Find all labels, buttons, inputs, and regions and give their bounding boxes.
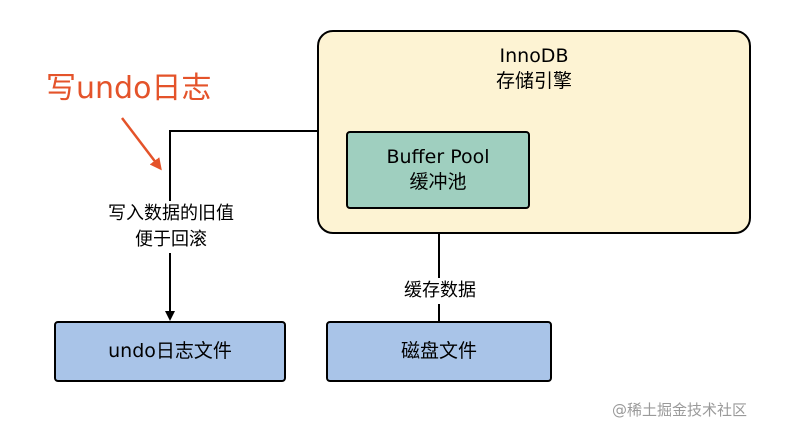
undo-arrow-note: 写入数据的旧值 便于回滚 bbox=[86, 201, 256, 253]
cache-data-label: 缓存数据 bbox=[400, 278, 480, 304]
buffer-pool: Buffer Pool 缓冲池 bbox=[346, 131, 530, 209]
buffer-pool-text: Buffer Pool 缓冲池 bbox=[348, 145, 528, 195]
innodb-to-undo-arrow bbox=[165, 130, 317, 321]
buffer-pool-title: Buffer Pool bbox=[386, 146, 490, 168]
innodb-title-block: InnoDB 存储引擎 bbox=[439, 44, 629, 94]
write-undo-annotation: 写undo日志 bbox=[46, 71, 212, 106]
undo-arrow-note-line1: 写入数据的旧值 bbox=[108, 203, 234, 224]
undo-arrow-note-line2: 便于回滚 bbox=[135, 229, 207, 250]
annotation-arrow bbox=[121, 117, 162, 171]
innodb-subtitle: 存储引擎 bbox=[495, 70, 572, 92]
undo-log-file: undo日志文件 bbox=[54, 321, 286, 382]
disk-file: 磁盘文件 bbox=[326, 321, 552, 382]
watermark: @稀土掘金技术社区 bbox=[612, 401, 748, 419]
buffer-pool-subtitle: 缓冲池 bbox=[409, 171, 467, 193]
undo-log-file-label: undo日志文件 bbox=[108, 340, 232, 362]
innodb-title: InnoDB bbox=[499, 45, 569, 67]
disk-file-label: 磁盘文件 bbox=[400, 340, 477, 362]
